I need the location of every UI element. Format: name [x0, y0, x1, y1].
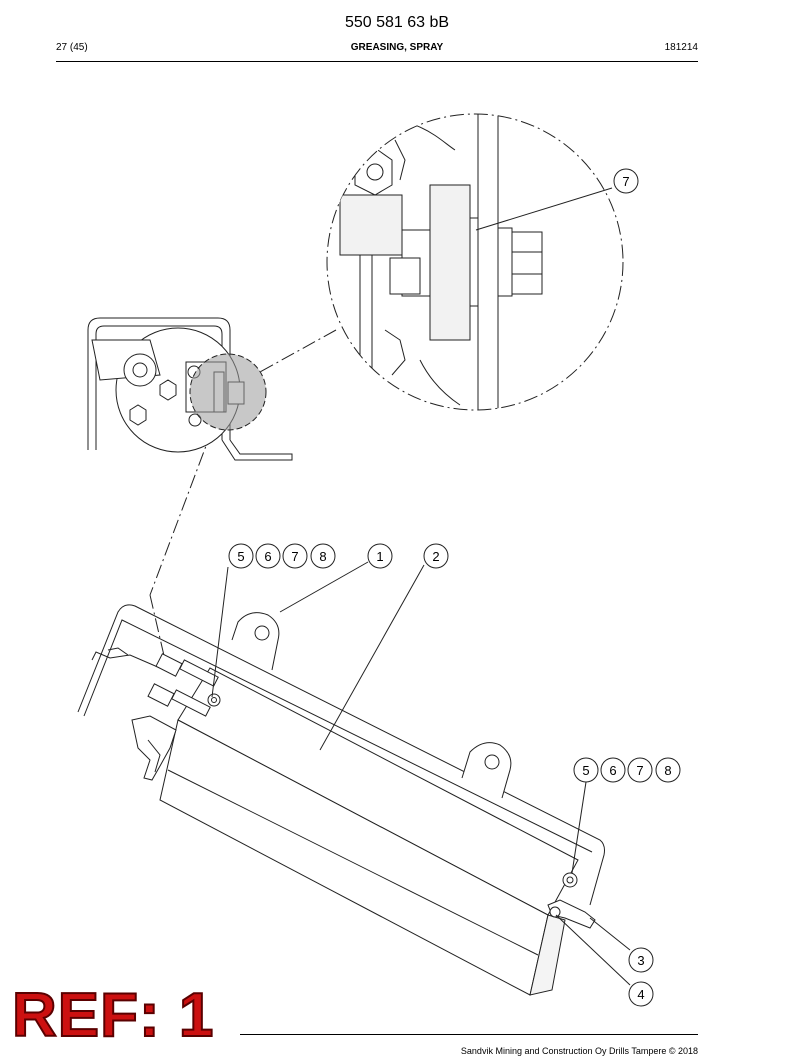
detail-content	[339, 114, 543, 410]
callout-7-detail: 7	[475, 168, 639, 231]
section-title: GREASING, SPRAY	[350, 42, 444, 53]
callout-3: 3	[628, 947, 654, 973]
callout-row-right: 5 6 7 8	[573, 757, 681, 783]
callout-row-top: 5 6 7 8 1 2	[228, 543, 449, 569]
callout-label: 6	[264, 549, 271, 564]
header-rule	[56, 61, 698, 62]
detail-area-marker	[189, 353, 267, 431]
callout-label: 3	[637, 953, 644, 968]
callout-label: 8	[319, 549, 326, 564]
callout-label: 1	[376, 549, 383, 564]
document-date: 181214	[664, 42, 698, 53]
callout-label: 7	[291, 549, 298, 564]
main-assembly	[77, 604, 605, 996]
callout-label: 2	[432, 549, 439, 564]
detail-boundary	[326, 113, 624, 411]
ref-stamp: REF: 1	[11, 981, 215, 1050]
callout-4: 4	[628, 981, 654, 1007]
footer-copyright: Sandvik Mining and Construction Oy Drill…	[460, 1046, 698, 1056]
callout-label: 6	[609, 763, 616, 778]
callout-label: 7	[622, 174, 629, 189]
page-index: 27 (45)	[56, 42, 88, 53]
callout-label: 4	[637, 987, 644, 1002]
callout-label: 7	[636, 763, 643, 778]
detail-view	[326, 113, 624, 411]
reference-view	[87, 317, 293, 461]
document-number: 550 581 63 bB	[344, 14, 450, 31]
callout-label: 8	[664, 763, 671, 778]
callout-label: 5	[237, 549, 244, 564]
detail-leader-lines	[149, 329, 337, 661]
footer-rule	[240, 1034, 698, 1035]
callout-label: 5	[582, 763, 589, 778]
callout-leaders	[211, 561, 631, 986]
